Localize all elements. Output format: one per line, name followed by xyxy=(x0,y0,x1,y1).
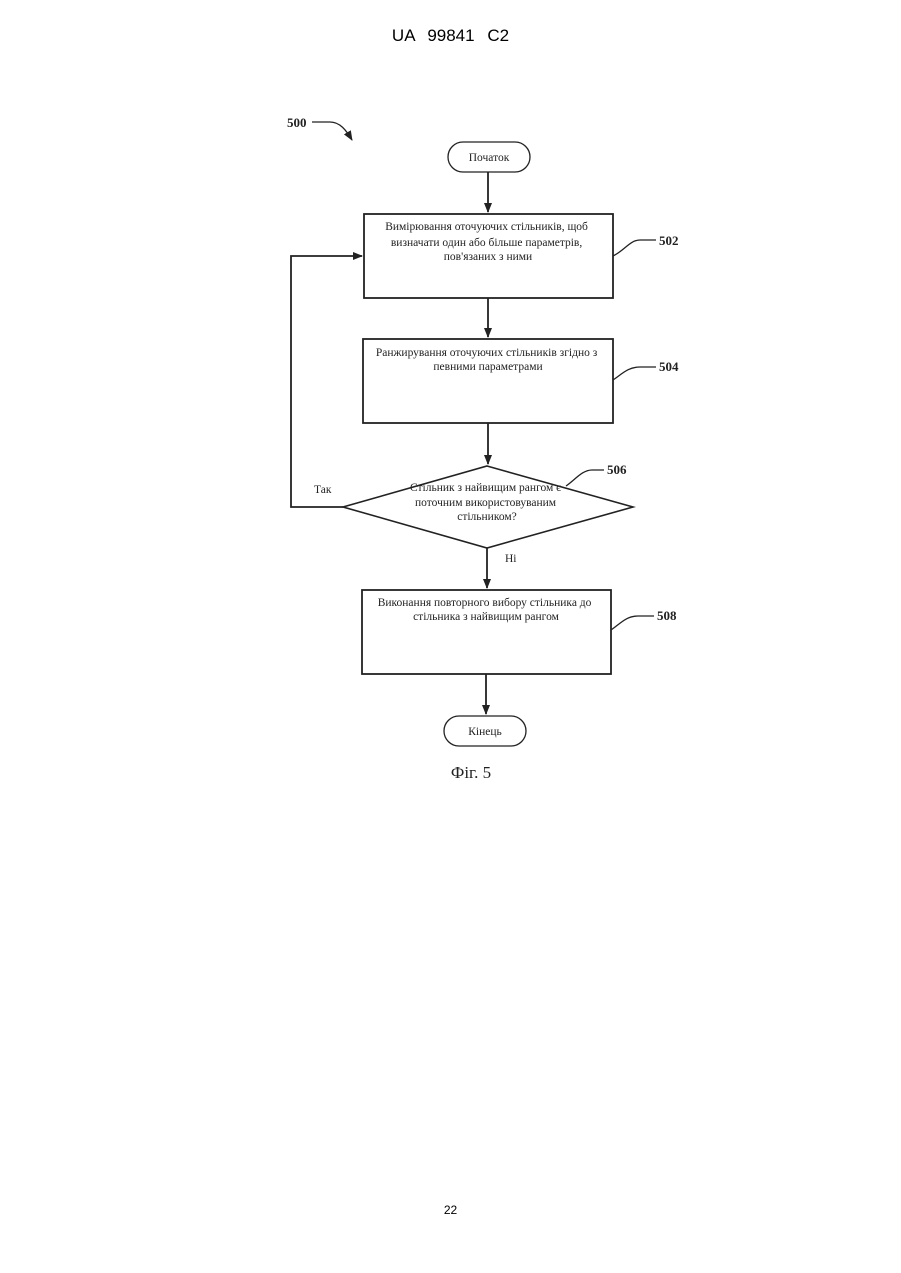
decision-506-line-2: поточним використовуваним xyxy=(415,497,557,509)
process-box-508: Виконання повторного вибору стільника до… xyxy=(362,590,611,674)
start-terminator: Початок xyxy=(448,142,530,172)
ref-500-arrow xyxy=(312,122,352,140)
no-label: Ні xyxy=(505,553,517,565)
ref-508-label: 508 xyxy=(657,608,677,623)
start-label: Початок xyxy=(469,152,510,164)
end-terminator: Кінець xyxy=(444,716,526,746)
decision-506-line-1: Стільник з найвищим рангом є xyxy=(410,482,561,494)
box-502-line-2: визначати один або більше параметрів, xyxy=(391,237,583,249)
end-label: Кінець xyxy=(468,726,502,738)
process-box-504: Ранжирування оточуючих стільників згідно… xyxy=(363,339,613,423)
decision-diamond-506: Стільник з найвищим рангом є поточним ви… xyxy=(343,466,633,548)
ref-502-leader xyxy=(613,240,656,256)
box-502-line-1: Вимірювання оточуючих стільників, щоб xyxy=(385,221,588,233)
ref-506-leader xyxy=(566,470,604,486)
figure-caption: Фіг. 5 xyxy=(451,763,491,782)
process-box-502: Вимірювання оточуючих стільників, щоб ви… xyxy=(364,214,613,298)
box-508-line-2: стільника з найвищим рангом xyxy=(413,611,560,623)
box-502-line-3: пов'язаних з ними xyxy=(444,251,532,263)
ref-508-leader xyxy=(611,616,654,630)
box-504-line-2: певними параметрами xyxy=(433,361,542,373)
yes-label: Так xyxy=(314,484,332,496)
ref-502-label: 502 xyxy=(659,233,679,248)
ref-500-label: 500 xyxy=(287,115,307,130)
box-508-line-1: Виконання повторного вибору стільника до xyxy=(378,597,592,609)
decision-506-line-3: стільником? xyxy=(457,511,517,523)
ref-504-leader xyxy=(613,367,656,380)
yes-loop-arrow xyxy=(291,256,362,507)
ref-506-label: 506 xyxy=(607,462,627,477)
page-number: 22 xyxy=(0,1203,901,1217)
box-504-line-1: Ранжирування оточуючих стільників згідно… xyxy=(376,347,598,359)
ref-504-label: 504 xyxy=(659,359,679,374)
